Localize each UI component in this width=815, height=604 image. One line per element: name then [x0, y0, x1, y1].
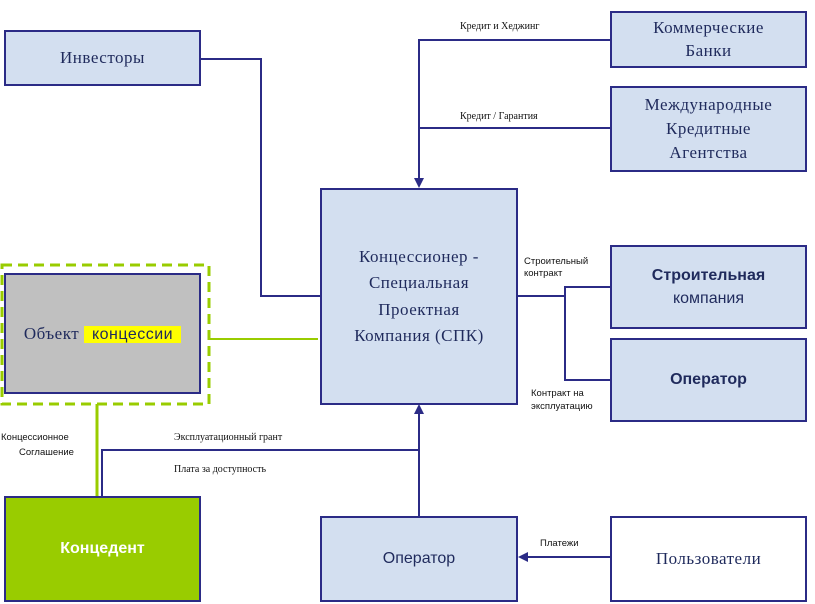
- grantor-connector: [101, 449, 419, 496]
- users-box: Пользователи: [610, 516, 807, 602]
- concession-object-highlight: концессии: [83, 325, 182, 343]
- credit-guarantee-label: Кредит / Гарантия: [460, 111, 538, 122]
- spv-label-line3: Проектная: [378, 299, 460, 319]
- concession-agreement-label-line1: Концессионное: [1, 432, 69, 443]
- operator-bottom-label: Оператор: [382, 549, 456, 567]
- spv-label-line1: Концессионер -: [359, 246, 479, 266]
- users-label: Пользователи: [655, 549, 762, 569]
- grantor-box: Концедент: [4, 496, 201, 602]
- credit-hedging-label: Кредит и Хеджинг: [460, 21, 540, 32]
- commercial-banks-label-line2: Банки: [685, 40, 732, 60]
- operator-bottom-box: Оператор: [320, 516, 518, 602]
- ica-label-line2: Кредитные: [666, 119, 751, 139]
- spv-label-line4: Компания (СПК): [354, 325, 484, 345]
- commercial-banks-box: Коммерческие Банки: [610, 11, 807, 68]
- concession-object-box: Объект концессии: [4, 273, 201, 394]
- investors-label: Инвесторы: [60, 48, 145, 68]
- operator-right-label: Оператор: [670, 370, 747, 388]
- concessionaire-spv-box: Концессионер - Специальная Проектная Ком…: [320, 188, 518, 405]
- operation-contract-label-line2: эксплуатацию: [531, 401, 593, 412]
- investors-box: Инвесторы: [4, 30, 201, 86]
- operation-contract-label-line1: Контракт на: [531, 388, 584, 399]
- construction-contract-label-line2: контракт: [524, 268, 563, 279]
- construction-company-box: Строительная компания: [610, 245, 807, 329]
- ica-label-line1: Международные: [644, 95, 773, 115]
- investors-connector: [200, 58, 320, 297]
- construction-operator-connector: [564, 286, 610, 381]
- commercial-banks-label-line1: Коммерческие: [653, 17, 764, 37]
- operating-grant-label: Эксплуатационный грант: [174, 432, 283, 443]
- operator-right-box: Оператор: [610, 338, 807, 422]
- spv-label-line2: Специальная: [368, 273, 470, 293]
- construction-company-label-line1: Строительная: [651, 266, 766, 284]
- payments-label: Платежи: [540, 538, 579, 549]
- concession-object-frame: [0, 263, 211, 406]
- international-credit-agencies-box: Международные Кредитные Агентства: [610, 86, 807, 172]
- banks-connector: [418, 39, 610, 128]
- grantor-label: Концедент: [60, 539, 145, 557]
- concession-object-prefix: Объект: [23, 323, 80, 343]
- construction-company-label-line2: компания: [672, 290, 745, 307]
- concession-agreement-label-line2: Соглашение: [19, 447, 74, 458]
- construction-contract-label-line1: Строительный: [524, 256, 589, 267]
- ica-label-line3: Агентства: [669, 142, 748, 162]
- concession-object-label: Объект концессии: [23, 322, 182, 346]
- availability-payment-label: Плата за доступность: [174, 464, 267, 475]
